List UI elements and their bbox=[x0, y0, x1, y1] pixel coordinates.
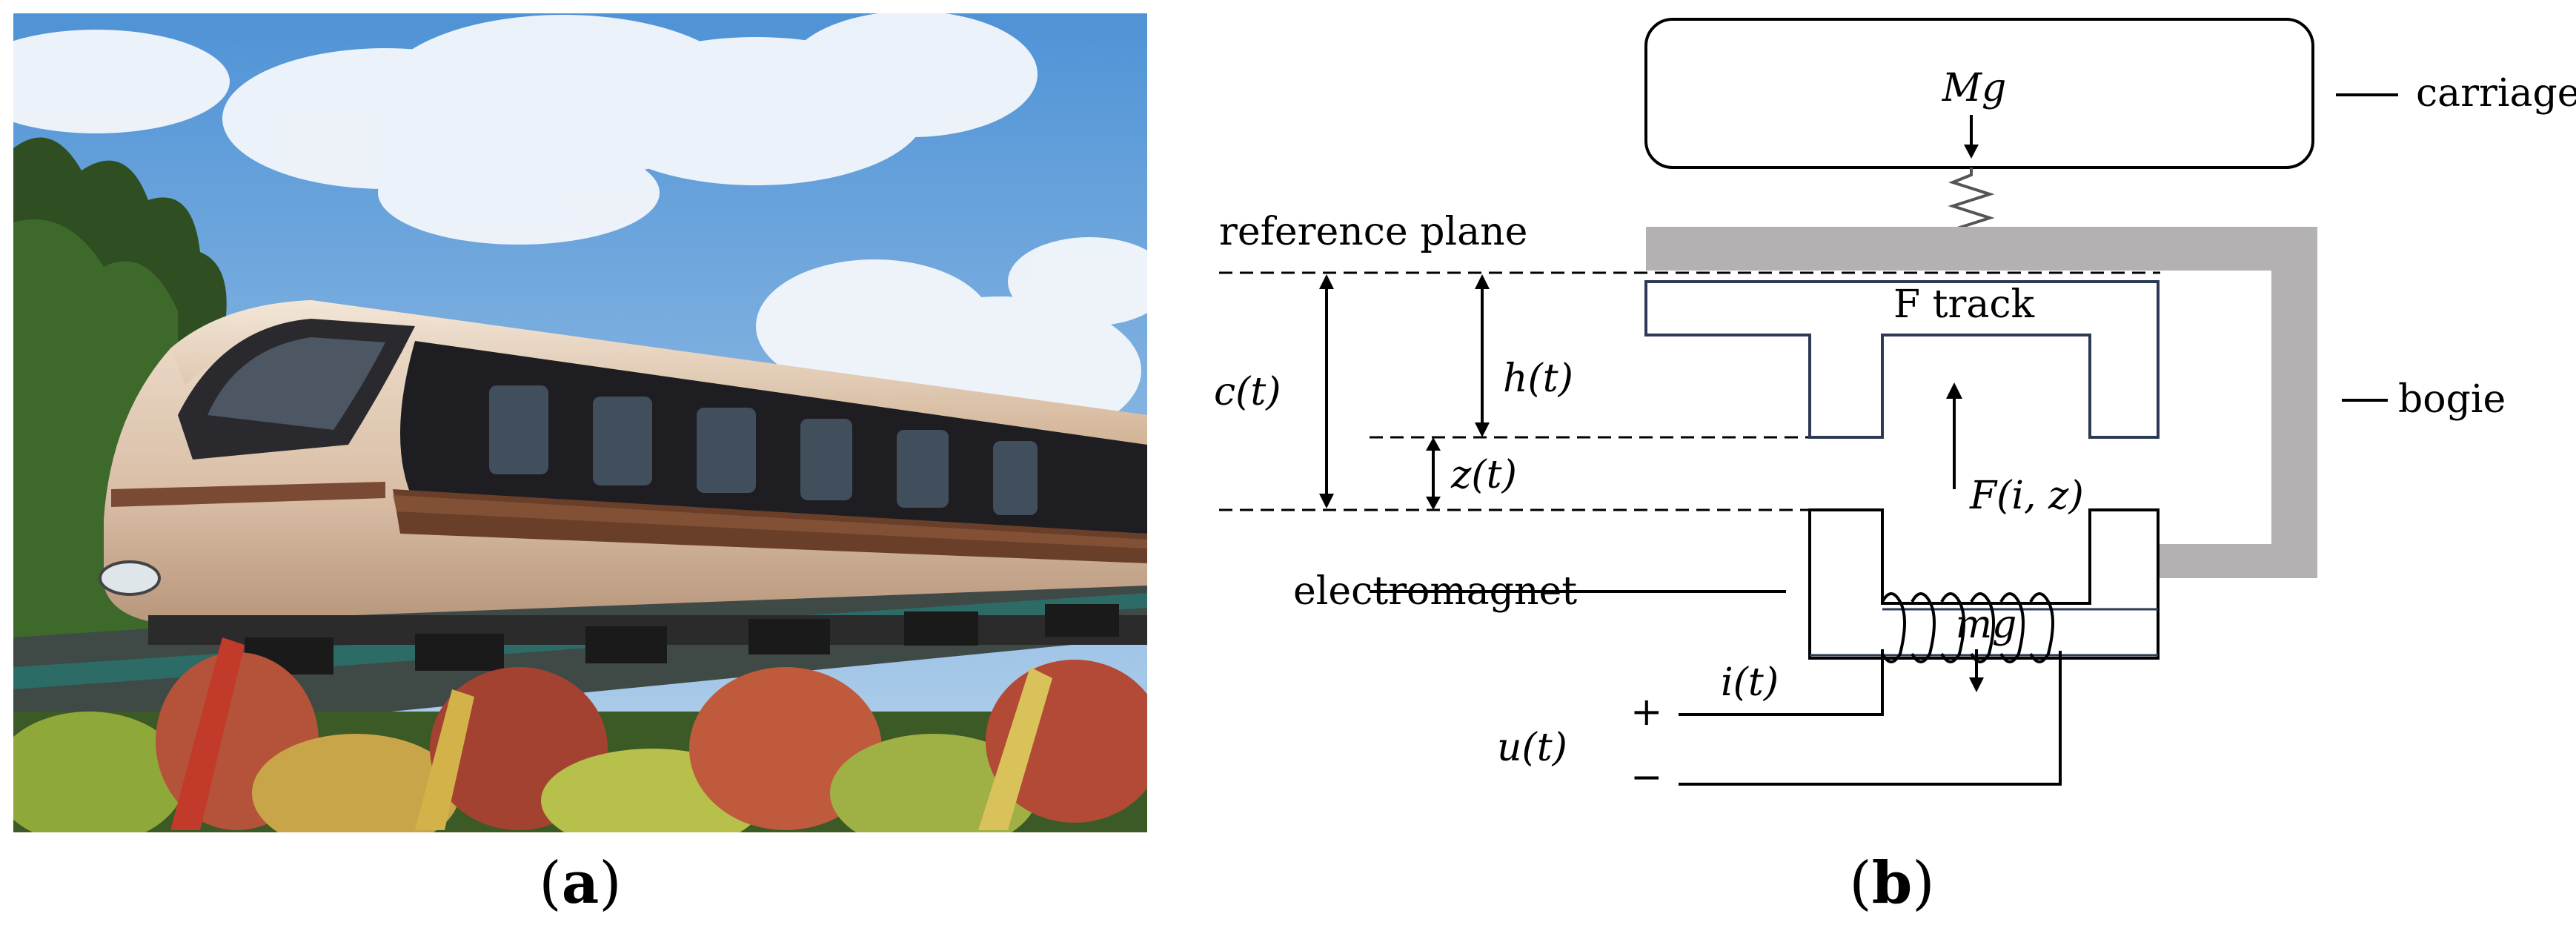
wire-positive bbox=[1679, 649, 1884, 716]
current-label: i(t) bbox=[1721, 660, 1779, 705]
carriage-box bbox=[1644, 18, 2314, 169]
z-label: z(t) bbox=[1450, 453, 1517, 497]
panel-b-caption: (b) bbox=[1849, 849, 1934, 917]
panel-a-caption: (a) bbox=[539, 849, 621, 917]
maglev-train-photo bbox=[13, 13, 1147, 832]
f-track bbox=[1644, 280, 2160, 439]
bogie-frame bbox=[1646, 227, 2317, 578]
force-label: F(i, z) bbox=[1969, 474, 2084, 518]
bogie-label: bogie bbox=[2398, 377, 2506, 422]
carriage-label: carriage bbox=[2416, 71, 2576, 116]
reference-plane-label: reference plane bbox=[1219, 210, 1527, 254]
foreground-leaves bbox=[13, 637, 1147, 832]
electromagnet-label: electromagnet bbox=[1293, 569, 1577, 614]
minus-terminal: − bbox=[1630, 755, 1663, 800]
coil-windings bbox=[1881, 592, 2054, 663]
clouds bbox=[13, 13, 1147, 493]
f-track-label: F track bbox=[1893, 282, 2034, 327]
train bbox=[99, 300, 1147, 674]
magnet-weight-label: mg bbox=[1956, 603, 2017, 647]
carriage-weight-label: Mg bbox=[1942, 66, 2007, 110]
wire-negative bbox=[1679, 651, 2062, 786]
c-label: c(t) bbox=[1214, 370, 1281, 414]
plus-terminal: + bbox=[1630, 690, 1663, 735]
h-label: h(t) bbox=[1503, 357, 1573, 401]
voltage-label: u(t) bbox=[1497, 726, 1567, 770]
schematic-diagram: Mg carriage bogie reference plane F trac… bbox=[1214, 18, 2576, 800]
